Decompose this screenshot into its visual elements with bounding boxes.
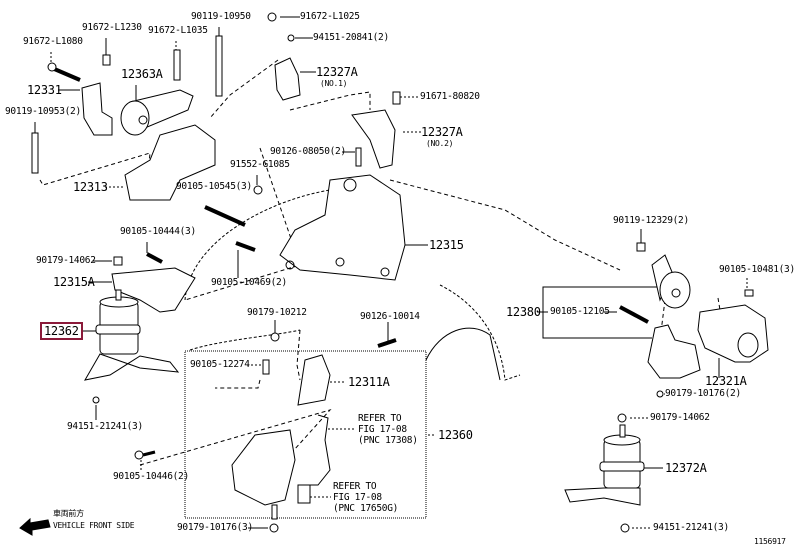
label-90179-14062-right[interactable]: 90179-14062 <box>650 412 710 423</box>
label-90105-10481[interactable]: 90105-10481(3) <box>719 264 795 275</box>
label-90105-10444[interactable]: 90105-10444(3) <box>120 226 196 237</box>
mount-12362 <box>84 289 180 404</box>
nut-90179-10212 <box>270 332 280 342</box>
bolt-90119-10953 <box>31 132 39 174</box>
label-90105-12105[interactable]: 90105-12105 <box>550 306 610 317</box>
label-90119-12329[interactable]: 90119-12329(2) <box>613 215 689 226</box>
label-90126-10014[interactable]: 90126-10014 <box>360 311 420 322</box>
label-90179-10176-2[interactable]: 90179-10176(2) <box>665 388 741 399</box>
mount-12380 <box>619 242 701 379</box>
label-12315[interactable]: 12315 <box>429 238 464 252</box>
bracket-12331 <box>81 82 113 136</box>
engine-outline-2 <box>425 327 501 381</box>
mount-12372A <box>564 390 664 533</box>
label-94151-20841[interactable]: 94151-20841(2) <box>313 32 389 43</box>
refer1-line1: REFER TO <box>358 413 402 424</box>
bracket-12321A <box>697 289 769 363</box>
label-12315A[interactable]: 12315A <box>53 275 95 289</box>
figure-id: 1156917 <box>754 537 786 546</box>
label-12313[interactable]: 12313 <box>73 180 108 194</box>
shield-bracket <box>231 429 296 533</box>
bracket-12327A-no1 <box>267 12 301 101</box>
label-12363A[interactable]: 12363A <box>121 67 163 81</box>
refer1-line2[interactable]: FIG 17-08 <box>358 424 407 435</box>
vehicle-front-en: VEHICLE FRONT SIDE <box>53 521 135 530</box>
bracket-12327A-no2 <box>351 91 401 169</box>
label-12331[interactable]: 12331 <box>27 83 62 97</box>
refer2-line1: REFER TO <box>333 481 377 492</box>
bolt-90105-10446 <box>134 450 156 460</box>
label-94151-21241-left[interactable]: 94151-21241(3) <box>67 421 143 432</box>
label-90105-12274[interactable]: 90105-12274 <box>190 359 250 370</box>
label-12327A-no2[interactable]: 12327A <box>421 125 463 139</box>
harness-sensor <box>297 414 331 504</box>
label-12362-highlighted[interactable]: 12362 <box>40 322 83 340</box>
label-90179-14062-left[interactable]: 90179-14062 <box>36 255 96 266</box>
stud-90126-10014 <box>377 338 397 348</box>
label-no1: (NO.1) <box>320 79 348 88</box>
bolt-90105-10444 <box>146 252 163 264</box>
label-91672-L1025[interactable]: 91672-L1025 <box>300 11 360 22</box>
bolt-90105-10545 <box>204 185 263 227</box>
label-12311A[interactable]: 12311A <box>348 375 390 389</box>
vehicle-front-arrow-icon <box>19 517 51 536</box>
label-12372A[interactable]: 12372A <box>665 461 707 475</box>
bolt-91672-L1035 <box>173 49 181 81</box>
label-12321A[interactable]: 12321A <box>705 374 747 388</box>
label-94151-21241-right[interactable]: 94151-21241(3) <box>653 522 729 533</box>
bolt-90126-08050 <box>355 147 362 167</box>
torque-rod-12363A <box>120 89 194 136</box>
label-no2: (NO.2) <box>426 139 454 148</box>
label-90179-10212[interactable]: 90179-10212 <box>247 307 307 318</box>
refer1-line3: (PNC 17308) <box>358 435 418 446</box>
bolt-91672-L1080 <box>47 62 81 82</box>
bracket-12311A <box>262 354 331 406</box>
label-91671-80820[interactable]: 91671-80820 <box>420 91 480 102</box>
label-90119-10950[interactable]: 90119-10950 <box>191 11 251 22</box>
bolt-90119-10950 <box>215 35 223 97</box>
bracket-12313 <box>124 124 216 201</box>
label-90105-10469[interactable]: 90105-10469(2) <box>211 277 287 288</box>
bolt-90105-10469 <box>235 241 256 252</box>
leader-lines <box>34 16 748 529</box>
refer2-line3: (PNC 17650G) <box>333 503 399 514</box>
label-12327A-no1[interactable]: 12327A <box>316 65 358 79</box>
label-90105-10446[interactable]: 90105-10446(2) <box>113 471 189 482</box>
label-12380[interactable]: 12380 <box>506 305 541 319</box>
bracket-12315 <box>279 174 406 281</box>
label-90119-10953[interactable]: 90119-10953(2) <box>5 106 81 117</box>
refer2-line2[interactable]: FIG 17-08 <box>333 492 382 503</box>
kit-12360-box <box>184 350 427 519</box>
label-91552-G1085[interactable]: 91552-G1085 <box>230 159 290 170</box>
label-90126-08050[interactable]: 90126-08050(2) <box>270 146 346 157</box>
label-90105-10545[interactable]: 90105-10545(3) <box>176 181 252 192</box>
label-91672-L1035[interactable]: 91672-L1035 <box>148 25 208 36</box>
label-90179-10176-3[interactable]: 90179-10176(3) <box>177 522 253 533</box>
bolt-91672-L1230 <box>102 54 111 66</box>
label-91672-L1080[interactable]: 91672-L1080 <box>23 36 83 47</box>
vehicle-front-jp: 車両前方 <box>53 509 84 518</box>
label-91672-L1230[interactable]: 91672-L1230 <box>82 22 142 33</box>
label-12360[interactable]: 12360 <box>438 428 473 442</box>
